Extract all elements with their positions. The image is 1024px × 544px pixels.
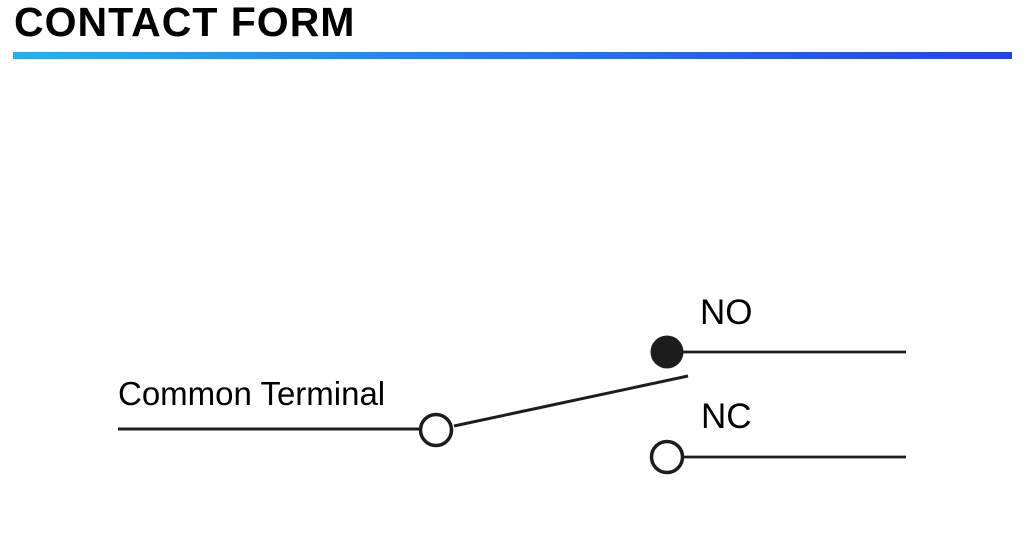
common-terminal-label: Common Terminal (118, 375, 385, 412)
common-pole-circle (418, 412, 454, 448)
switch-lever-line (453, 374, 689, 428)
no-label: NO (700, 293, 753, 332)
nc-label: NC (701, 397, 752, 436)
page-title: CONTACT FORM (14, 0, 356, 45)
title-underline-rule (13, 52, 1012, 59)
nc-contact-circle (649, 439, 685, 475)
no-contact-dot (650, 335, 684, 369)
